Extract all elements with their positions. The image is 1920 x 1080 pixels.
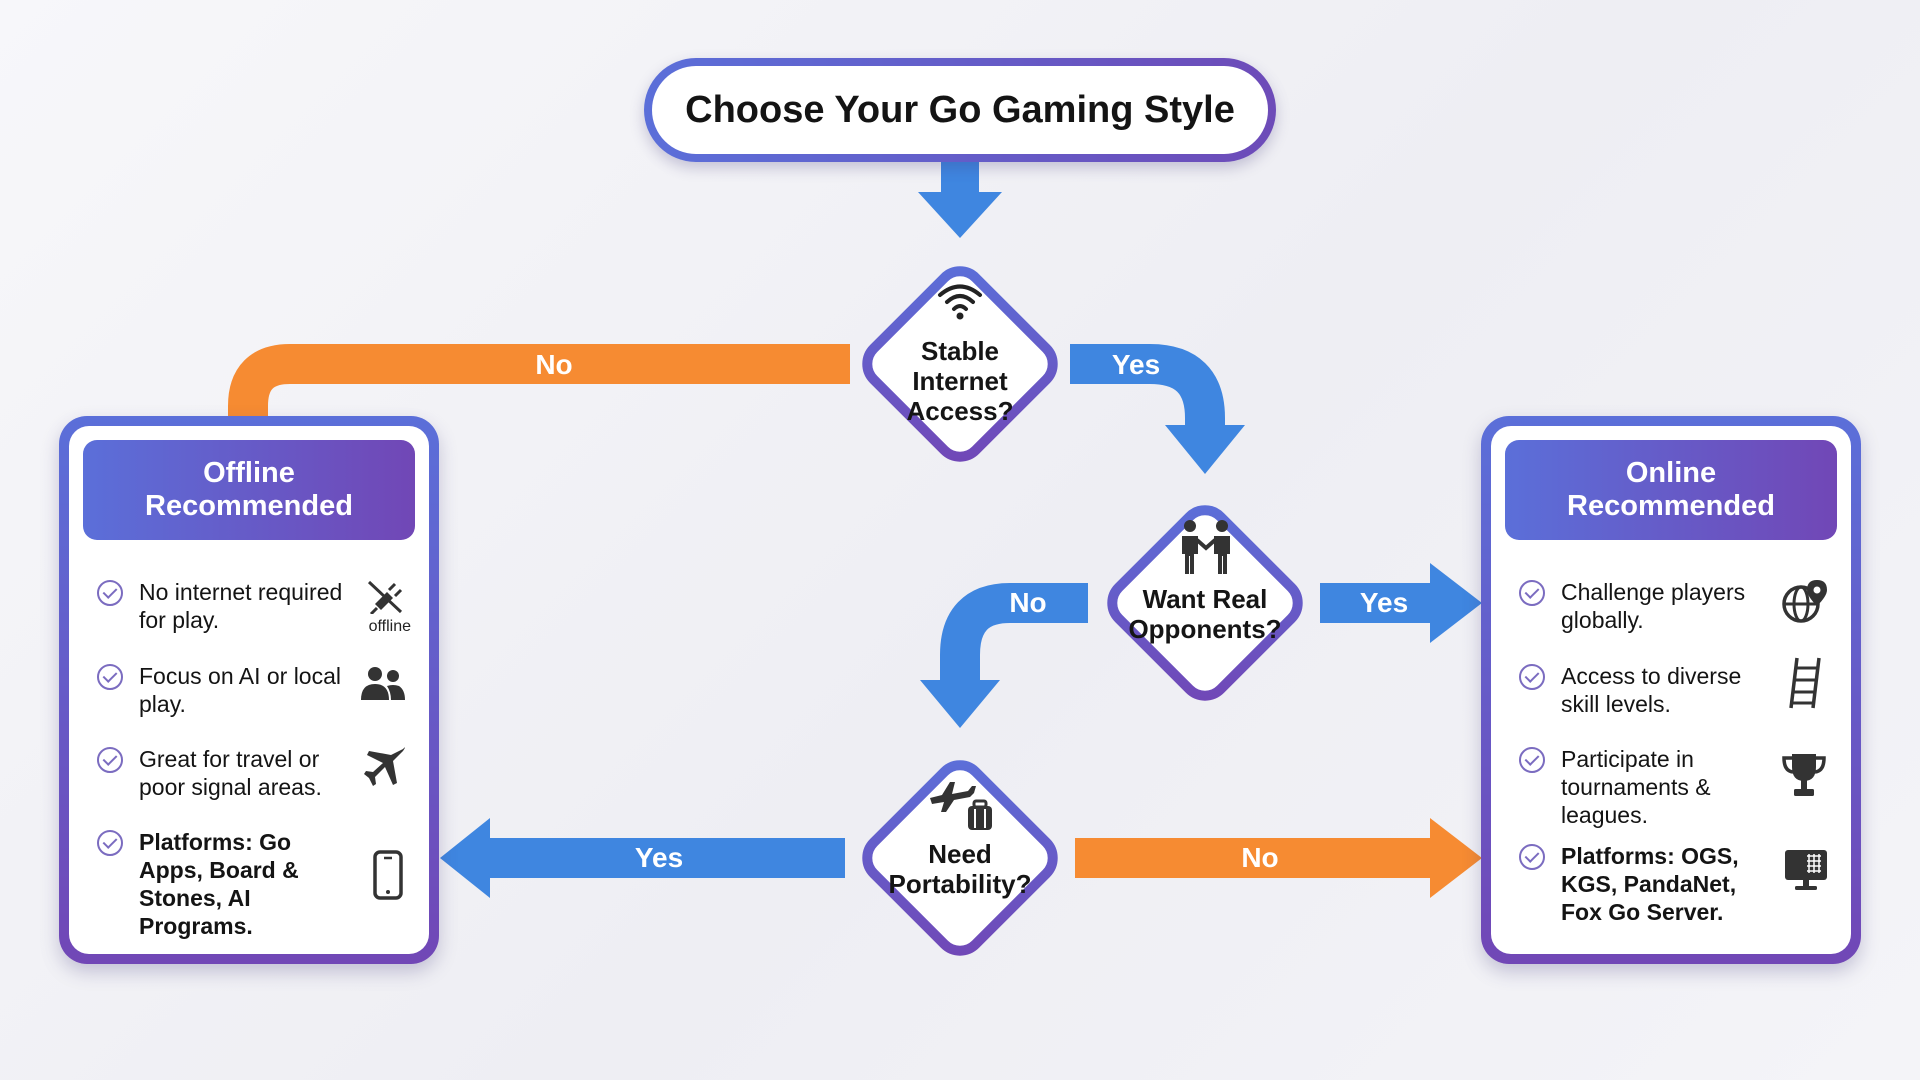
wifi-icon: [938, 284, 982, 320]
offline-panel-body: Offline Recommended No internet required…: [69, 426, 429, 954]
arrowhead-opponents-yes: [1430, 563, 1482, 643]
no-wifi-plug-icon: [367, 580, 403, 614]
decision-portability-label: Need Portability?: [875, 839, 1045, 899]
decision-opponents-label: Want Real Opponents?: [1120, 584, 1290, 644]
item-line: No internet required: [139, 579, 343, 605]
online-item-text: Participate in tournaments & leagues.: [1561, 745, 1801, 829]
smartphone-icon: [373, 850, 403, 900]
item-line: Challenge players: [1561, 579, 1746, 605]
decision-opponents-line: Opponents?: [1128, 614, 1282, 644]
arrowhead-title-to-internet: [918, 192, 1002, 238]
item-line: Participate in: [1561, 746, 1694, 772]
handshake-icon: [1182, 520, 1230, 574]
item-line: Platforms: OGS,: [1561, 843, 1739, 869]
offline-header-line: Offline: [203, 457, 295, 489]
decision-internet-line: Stable: [920, 336, 1000, 366]
airplane-luggage-icon: [930, 782, 992, 830]
label-opponents-yes: Yes: [1359, 587, 1409, 618]
item-line: tournaments &: [1561, 774, 1711, 800]
item-line: Programs.: [139, 913, 253, 939]
item-line: KGS, PandaNet,: [1561, 871, 1737, 897]
people-icon: [361, 667, 405, 700]
item-line: Fox Go Server.: [1561, 899, 1724, 925]
arrow-internet-no: [228, 344, 850, 430]
decision-portability-line: Portability?: [888, 869, 1032, 899]
item-line: skill levels.: [1561, 691, 1671, 717]
decision-diamond-opponents: [1107, 505, 1303, 701]
decision-portability-line: Need: [928, 839, 992, 869]
decision-internet-line: Access?: [906, 396, 1014, 426]
offline-item-text: Focus on AI or local play.: [139, 662, 379, 718]
label-opponents-no: No: [1009, 587, 1047, 618]
trophy-icon: [1782, 754, 1826, 796]
item-line: play.: [139, 691, 186, 717]
arrowhead-portability-no: [1430, 818, 1482, 898]
item-line: Stones, AI: [139, 885, 251, 911]
arrow-internet-yes: [1070, 344, 1225, 430]
online-panel-header: Online Recommended: [1505, 440, 1837, 540]
check-circle-icon: [97, 830, 123, 856]
offline-item-text: Great for travel or poor signal areas.: [139, 745, 379, 801]
online-panel-body: Online Recommended Challenge players glo…: [1491, 426, 1851, 954]
online-item-text: Challenge players globally.: [1561, 578, 1801, 634]
offline-icon-caption: offline: [368, 618, 411, 635]
decision-diamond-internet: [862, 266, 1058, 462]
check-circle-icon: [1519, 747, 1545, 773]
monitor-icon: [1785, 850, 1827, 890]
item-line: Focus on AI or local: [139, 663, 341, 689]
decision-opponents-line: Want Real: [1142, 584, 1268, 614]
item-line: for play.: [139, 607, 220, 633]
globe-pin-icon: [1782, 580, 1827, 623]
title-box: Choose Your Go Gaming Style: [644, 58, 1276, 162]
offline-item-text: No internet required for play.: [139, 578, 379, 634]
label-internet-no: No: [535, 349, 573, 380]
item-line: Great for travel or: [139, 746, 320, 772]
label-portability-yes: Yes: [634, 842, 684, 873]
offline-panel-header: Offline Recommended: [83, 440, 415, 540]
online-header-line: Online: [1625, 457, 1717, 489]
label-portability-no: No: [1241, 842, 1279, 873]
arrowhead-opponents-no: [920, 680, 1000, 728]
decision-internet-label: Stable Internet Access?: [875, 336, 1045, 426]
check-circle-icon: [1519, 580, 1545, 606]
item-line: leagues.: [1561, 802, 1648, 828]
ladder-icon: [1789, 657, 1821, 709]
offline-header-line: Recommended: [145, 490, 353, 522]
check-circle-icon: [1519, 844, 1545, 870]
decision-diamond-portability: [862, 760, 1058, 956]
check-circle-icon: [1519, 664, 1545, 690]
offline-panel: Offline Recommended No internet required…: [59, 416, 439, 964]
online-item-text: Access to diverse skill levels.: [1561, 662, 1801, 718]
item-line: Platforms: Go: [139, 829, 292, 855]
online-header-line: Recommended: [1567, 490, 1775, 522]
check-circle-icon: [97, 747, 123, 773]
check-circle-icon: [97, 580, 123, 606]
item-line: Access to diverse: [1561, 663, 1742, 689]
arrowhead-internet-yes: [1165, 425, 1245, 474]
online-item-text: Platforms: OGS, KGS, PandaNet, Fox Go Se…: [1561, 842, 1801, 926]
arrowhead-portability-yes: [440, 818, 490, 898]
arrow-opponents-no: [940, 583, 1088, 685]
airplane-icon: [364, 747, 405, 786]
decision-internet-line: Internet: [912, 366, 1008, 396]
label-internet-yes: Yes: [1111, 349, 1161, 380]
diagram-title: Choose Your Go Gaming Style: [652, 66, 1268, 154]
offline-item-text: Platforms: Go Apps, Board & Stones, AI P…: [139, 828, 379, 940]
item-line: poor signal areas.: [139, 774, 322, 800]
check-circle-icon: [97, 664, 123, 690]
online-panel: Online Recommended Challenge players glo…: [1481, 416, 1861, 964]
item-line: Apps, Board &: [139, 857, 299, 883]
item-line: globally.: [1561, 607, 1644, 633]
